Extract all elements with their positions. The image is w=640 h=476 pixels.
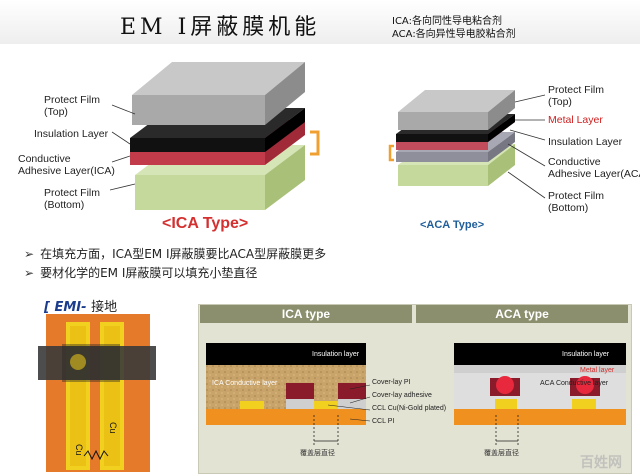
aca-type-label: <ACA Type> [420,219,485,231]
bullet-1: ➢ 在填充方面，ICA型EM I屏蔽膜要比ACA型屏蔽膜更多 [24,245,326,262]
aca-insulation-label: Insulation layer [562,351,610,358]
ica-diameter-caption: 覆盖层直径 [300,449,335,457]
aca-label-metal: Metal Layer [548,114,603,126]
ica-label-insulation: Insulation Layer [34,128,109,140]
ica-label-protect-bottom: Protect Film (Bottom) [44,187,101,211]
svg-text:Cu: Cu [74,444,84,456]
emi-grounding-title: [ EMI- 接地 [44,300,118,315]
emi-title-prefix: EMI- [54,300,87,315]
note-aca: ACA:各向异性导电胶粘合剂 [392,29,516,40]
aca-layer-diagram [388,90,546,199]
ica-insulation-label: Insulation layer [312,351,360,358]
aca-label-conductive: Conductive Adhesive Layer(ACA) [548,156,640,180]
abbreviation-notes: ICA:各向同性导电粘合剂 ACA:各向异性导电胶粘合剂 [392,15,516,41]
ica-layer-diagram [109,62,320,210]
ica-type-label: <ICA Type> [162,215,249,232]
ica-label-conductive: Conductive Adhesive Layer(ICA) [18,153,115,177]
emi-grounding-illustration: Cu Cu [38,314,156,472]
bullet-2-text: 要材化学的EM I屏蔽膜可以填充小垫直径 [40,266,258,280]
label-coverlay-pi: Cover-lay PI [372,379,411,386]
bullet-2: ➢ 要材化学的EM I屏蔽膜可以填充小垫直径 [24,264,257,281]
ica-type-header: ICA type [200,305,412,323]
label-coverlay-adhesive: Cover-lay adhesive [372,392,432,399]
cross-section-drawing [206,343,626,445]
svg-text:Cu: Cu [108,422,118,434]
aca-conductive-label: ACA Conductive layer [540,380,609,387]
aca-label-protect-top: Protect Film (Top) [548,84,605,108]
note-ica: ICA:各向同性导电粘合剂 [392,16,502,27]
aca-diameter-caption: 覆盖层直径 [484,449,519,457]
aca-protect-film-top [398,90,515,130]
ica-protect-film-top [132,62,305,125]
ica-conductive-label: ICA Conductive layer [212,380,278,387]
watermark: 百姓网 [580,455,622,471]
bullet-1-text: 在填充方面，ICA型EM I屏蔽膜要比ACA型屏蔽膜更多 [40,247,327,261]
page-title: EM I屏蔽膜机能 [120,15,321,40]
aca-label-protect-bottom: Protect Film (Bottom) [548,190,605,214]
label-ccl-cu: CCL Cu(Ni-Gold plated) [372,405,447,412]
aca-metal-label: Metal layer [580,367,615,374]
emi-title-rest: 接地 [91,300,118,315]
title-band [0,0,640,44]
ica-label-protect-top: Protect Film (Top) [44,94,101,118]
aca-label-insulation: Insulation Layer [548,136,623,148]
arrow-bullet-icon: ➢ [24,247,35,261]
label-ccl-pi: CCL PI [372,418,395,425]
arrow-bullet-icon: ➢ [24,266,35,280]
aca-type-header: ACA type [416,305,628,323]
